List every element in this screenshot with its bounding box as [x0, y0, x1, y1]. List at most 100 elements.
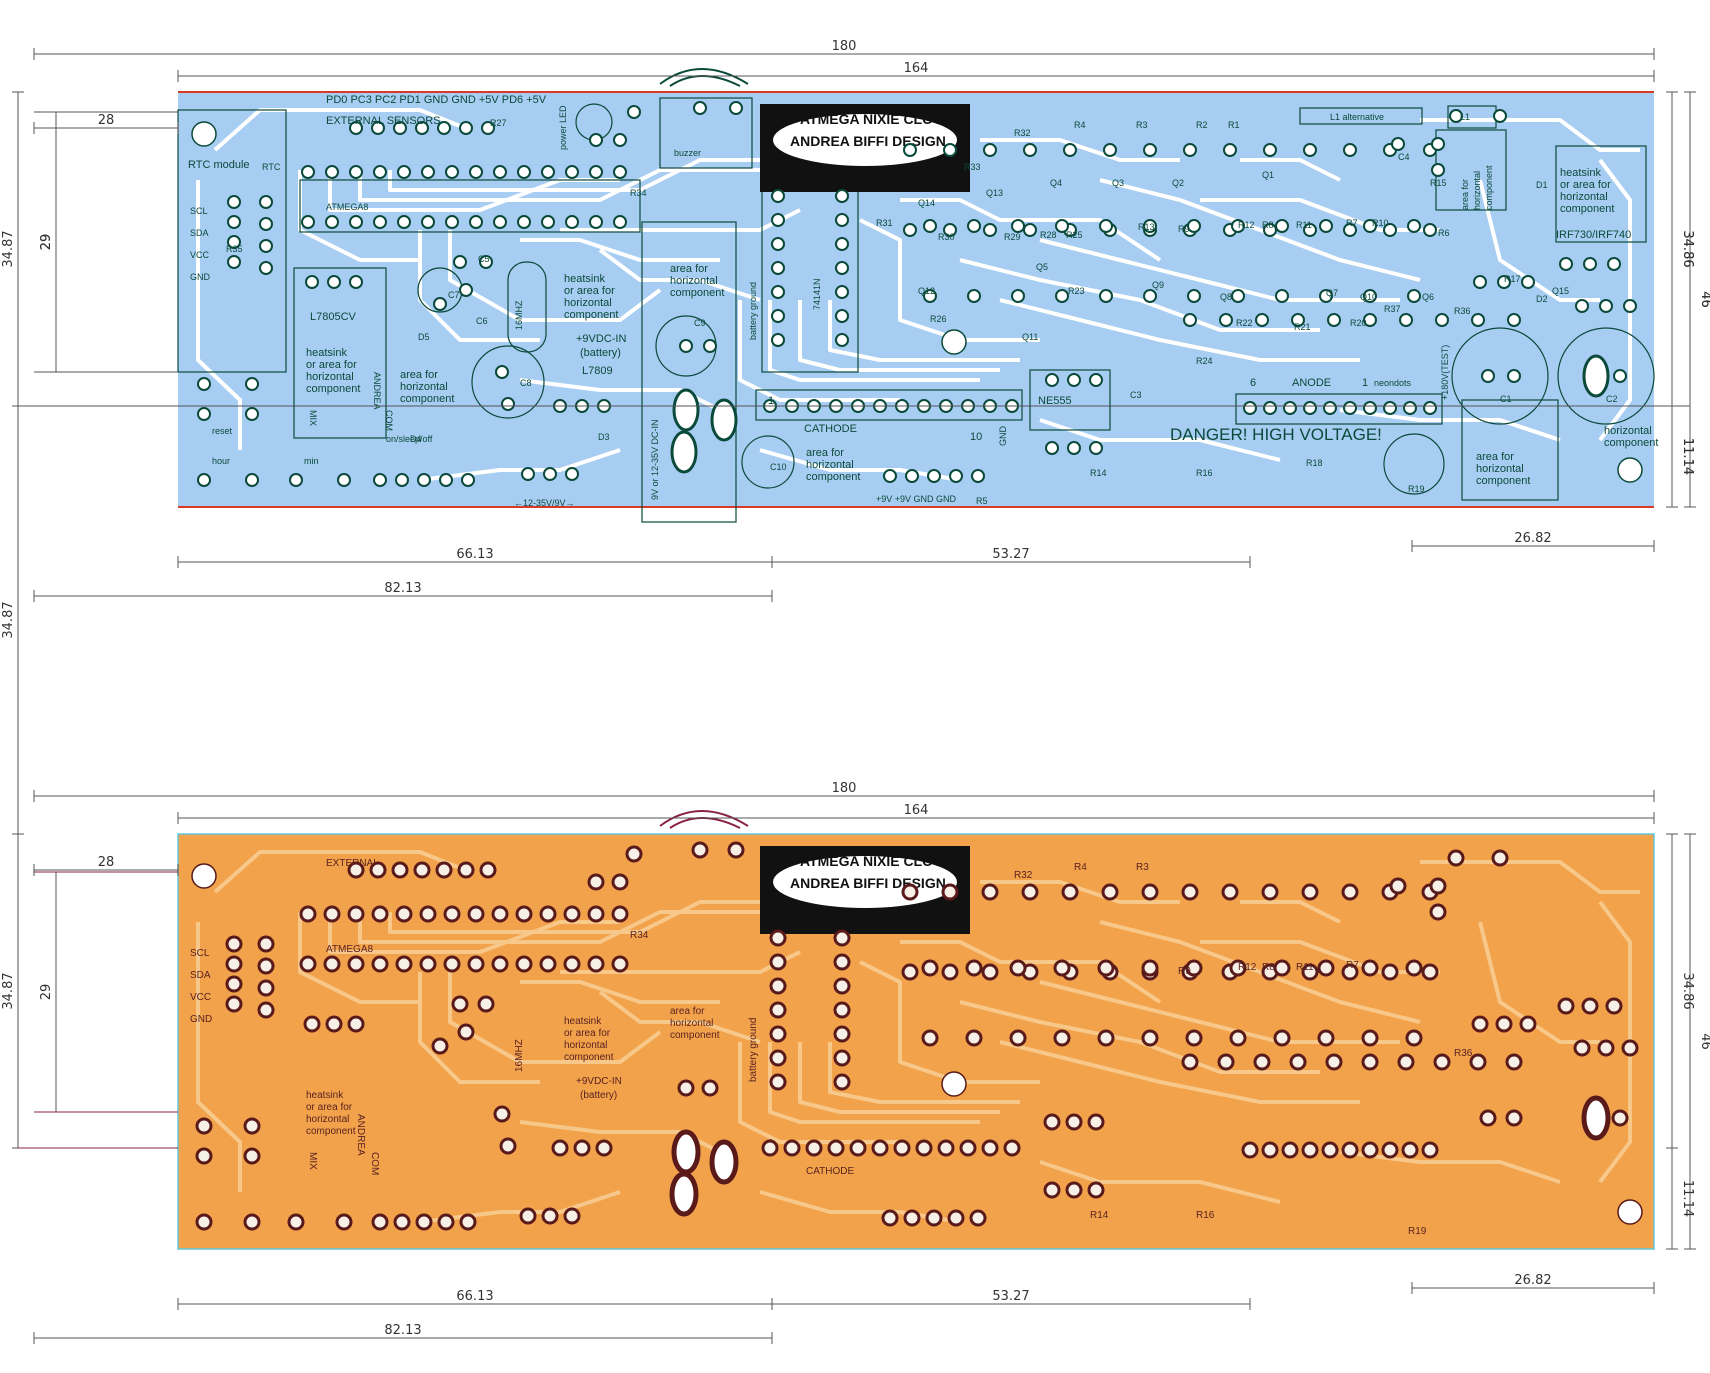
top-pad — [1343, 401, 1357, 415]
heatsink-bl-4: component — [306, 1126, 356, 1137]
refdes-label: R21 — [1294, 322, 1311, 332]
refdes-label: C10 — [770, 462, 787, 472]
top-pad — [883, 469, 897, 483]
bottom-large-pad — [1581, 1095, 1611, 1141]
heatsink-mid-1: heatsink — [564, 273, 605, 285]
bottom-pad — [515, 955, 533, 973]
refdes-bottom-label: R4 — [1074, 862, 1087, 873]
refdes-label: R6 — [1438, 228, 1450, 238]
irf-label: IRF730/IRF740 — [1556, 229, 1631, 241]
bottom-pad — [965, 959, 983, 977]
bottom-pad — [195, 1117, 213, 1135]
dimension-label: 46 — [1698, 291, 1710, 308]
bottom-pad — [959, 1139, 977, 1157]
bottom-pad — [1181, 1053, 1199, 1071]
area-bottom-right-outline — [1461, 399, 1559, 501]
bottom-pad — [1097, 1029, 1115, 1047]
refdes-label: R31 — [876, 218, 893, 228]
top-pad — [1319, 289, 1333, 303]
top-pad — [1067, 373, 1081, 387]
top-pad — [1263, 223, 1277, 237]
refdes-label: R36 — [1454, 306, 1471, 316]
sda-bottom: SDA — [190, 970, 211, 981]
bottom-pad — [257, 979, 275, 997]
top-pad — [227, 235, 241, 249]
refdes-label: R5 — [976, 496, 988, 506]
top-pad — [481, 121, 495, 135]
bottom-pad — [805, 1139, 823, 1157]
bottom-pad — [1389, 877, 1407, 895]
top-pad — [349, 165, 363, 179]
refdes-label: R2 — [1196, 120, 1208, 130]
bottom-pad — [1009, 959, 1027, 977]
refdes-label: C7 — [448, 290, 460, 300]
atmega-bottom-label: ATMEGA8 — [326, 944, 373, 955]
top-pad — [771, 333, 785, 347]
bottom-pad — [769, 929, 787, 947]
top-pad — [565, 215, 579, 229]
top-pad — [1327, 313, 1341, 327]
top-pad — [371, 121, 385, 135]
mounting-hole — [191, 121, 217, 147]
cathode-header-outline — [755, 389, 1023, 421]
bottom-pad — [395, 905, 413, 923]
top-pad — [1613, 369, 1627, 383]
logo-bottom-line-2: ANDREA BIFFI DESIGN — [790, 875, 946, 891]
top-pad — [1363, 401, 1377, 415]
top-pad — [1319, 219, 1333, 233]
bottom-pad — [1185, 959, 1203, 977]
top-pad — [771, 309, 785, 323]
bottom-pad — [573, 1139, 591, 1157]
c2-outline — [1557, 327, 1655, 425]
bottom-pad — [1429, 903, 1447, 921]
atmega-outline — [299, 179, 641, 233]
bottom-pad — [981, 1139, 999, 1157]
bottom-large-pad — [709, 1139, 739, 1185]
bottom-pad — [1301, 1141, 1319, 1159]
heatsink-bl-3: horizontal — [306, 1114, 349, 1125]
top-pad — [1183, 143, 1197, 157]
bottom-pad — [587, 955, 605, 973]
area-right-bottom-1: horizontal — [1604, 425, 1652, 437]
bottom-pad — [457, 1023, 475, 1041]
bottom-pad — [1229, 959, 1247, 977]
dimension-label: 66.13 — [456, 547, 493, 562]
area-dc-3: component — [670, 287, 724, 299]
top-pad — [927, 469, 941, 483]
bottom-pad — [1261, 883, 1279, 901]
refdes-label: R17 — [1504, 274, 1521, 284]
bottom-pad — [491, 955, 509, 973]
battery-ground-bottom: battery ground — [748, 1018, 759, 1083]
top-pad — [1283, 401, 1297, 415]
area-dc-2: horizontal — [670, 275, 718, 287]
heatsink-mid-4: component — [564, 309, 618, 321]
refdes-label: D4 — [410, 434, 422, 444]
top-pad — [501, 397, 515, 411]
bottom-pad — [1605, 997, 1623, 1015]
top-pad — [943, 223, 957, 237]
bottom-pad — [347, 955, 365, 973]
bottom-pad — [195, 1147, 213, 1165]
dimension-label: 34.87 — [1, 972, 16, 1009]
refdes-label: C5 — [478, 254, 490, 264]
bottom-pad — [881, 1209, 899, 1227]
bottom-pad — [1421, 963, 1439, 981]
bottom-pad — [347, 905, 365, 923]
gnd-label: GND — [190, 272, 211, 282]
top-pad — [421, 165, 435, 179]
bottom-pad — [443, 955, 461, 973]
dimension-label: 53.27 — [992, 1289, 1029, 1304]
external-sensors-label: EXTERNAL SENSORS — [326, 115, 441, 127]
refdes-label: R8 — [1262, 220, 1274, 230]
rtc-label: RTC — [262, 162, 281, 172]
bottom-pad — [595, 1139, 613, 1157]
bottom-pad — [335, 1213, 353, 1231]
top-pad — [1399, 313, 1413, 327]
bottom-pad — [1519, 1015, 1537, 1033]
scl-bottom: SCL — [190, 948, 210, 959]
refdes-label: Q13 — [986, 188, 1003, 198]
dimension-label: 46 — [1698, 291, 1710, 308]
refdes-label: R23 — [1068, 286, 1085, 296]
bottom-pad — [769, 977, 787, 995]
heatsink-left-3: horizontal — [306, 371, 354, 383]
